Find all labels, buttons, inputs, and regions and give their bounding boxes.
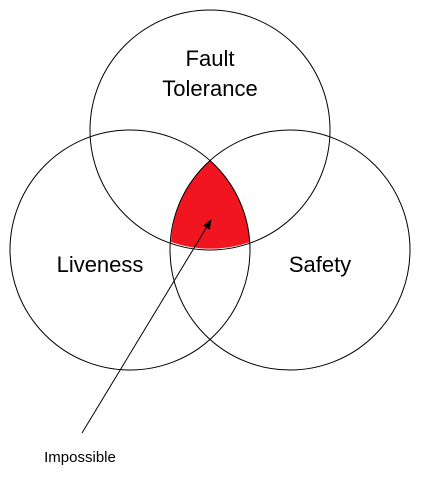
- impossible-pointer-arrow: [81, 219, 212, 434]
- fault-tolerance-circle: [89, 9, 331, 251]
- safety-label: Safety: [289, 252, 351, 277]
- fault-tolerance-label-line-1: Fault: [186, 46, 235, 71]
- safety-circle: [169, 129, 411, 371]
- liveness-circle: [9, 129, 251, 371]
- triple-intersection-region: [171, 160, 250, 249]
- liveness-label: Liveness: [57, 252, 144, 277]
- fault-tolerance-label-line-2: Tolerance: [162, 76, 257, 101]
- impossible-label: Impossible: [44, 449, 116, 466]
